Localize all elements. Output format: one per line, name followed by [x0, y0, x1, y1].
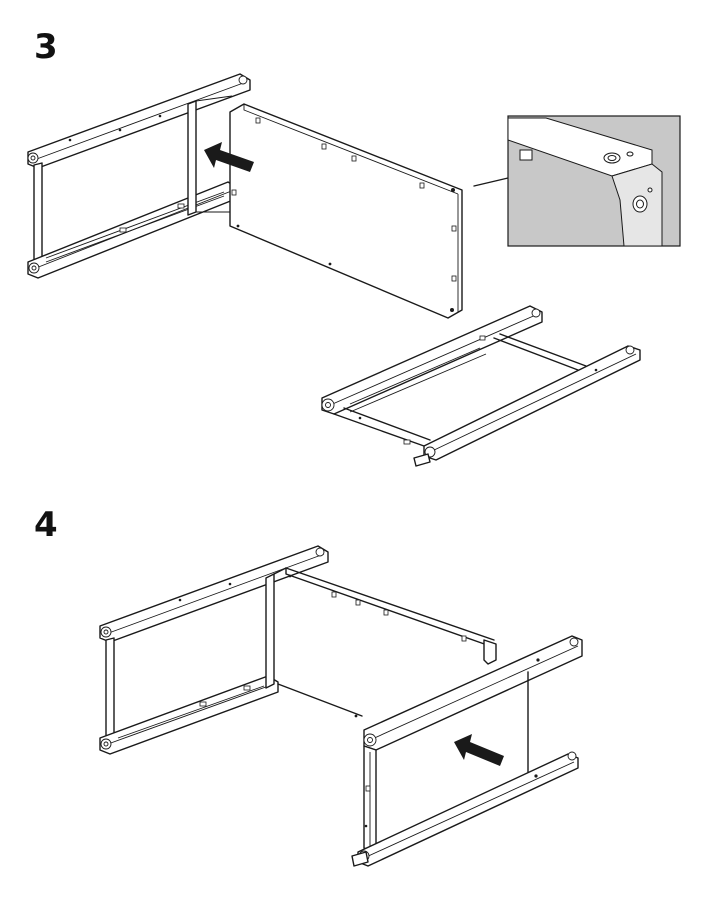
step-3-number: 3 [34, 27, 58, 67]
push-arrow-icon [454, 734, 504, 766]
push-arrow-icon [204, 142, 254, 172]
step-4-number: 4 [34, 505, 58, 545]
assembled-side-frame [99, 545, 329, 755]
front-side-frame [351, 635, 583, 867]
right-side-frame [321, 305, 641, 467]
step-3-illustration [27, 73, 681, 467]
step-4-illustration [99, 545, 583, 867]
installed-back-panel [273, 567, 497, 718]
left-side-frame [27, 73, 251, 279]
back-panel [229, 103, 463, 319]
detail-callout [473, 115, 681, 247]
